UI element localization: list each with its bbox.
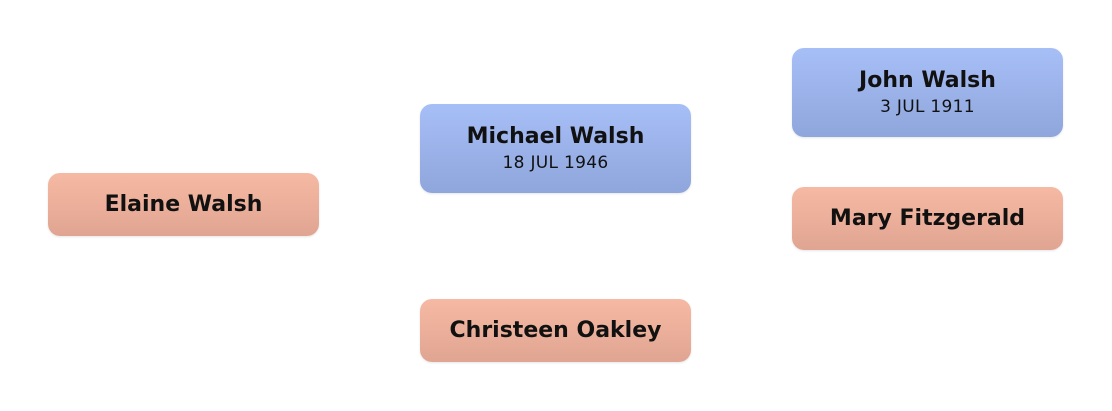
person-birth-date: 18 JUL 1946 [502, 152, 609, 173]
person-name: Christeen Oakley [449, 317, 662, 343]
person-name: Michael Walsh [466, 123, 645, 149]
person-card-john-walsh[interactable]: John Walsh 3 JUL 1911 [792, 48, 1063, 137]
person-card-michael-walsh[interactable]: Michael Walsh 18 JUL 1946 [420, 104, 691, 193]
person-birth-date: 3 JUL 1911 [880, 96, 975, 117]
person-card-mary-fitzgerald[interactable]: Mary Fitzgerald [792, 187, 1063, 250]
person-name: John Walsh [859, 67, 996, 93]
person-card-christeen-oakley[interactable]: Christeen Oakley [420, 299, 691, 362]
person-card-elaine-walsh[interactable]: Elaine Walsh [48, 173, 319, 236]
person-name: Mary Fitzgerald [829, 205, 1026, 231]
person-name: Elaine Walsh [104, 191, 263, 217]
